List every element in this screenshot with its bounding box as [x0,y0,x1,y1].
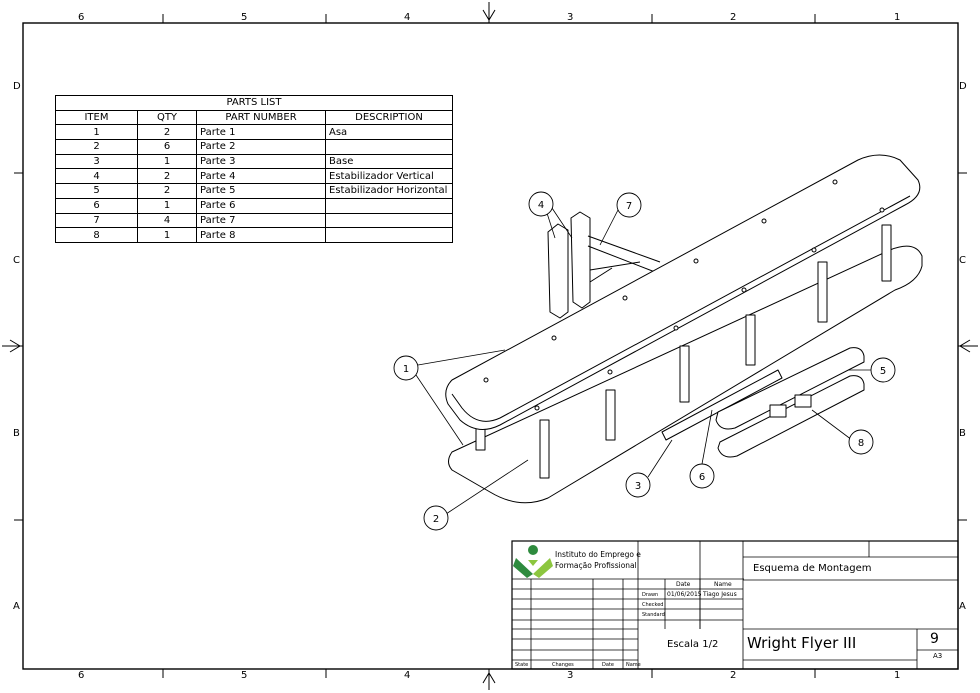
drawn-name: Tiago Jesus [703,591,737,598]
zone-column-label: 1 [894,12,901,23]
assembly-view [445,154,923,504]
zone-column-label: 2 [730,670,737,681]
changes-label: Changes [552,662,574,668]
centering-mark-left [2,339,23,353]
stabilizer-bracket [769,404,787,418]
zone-column-label: 1 [894,670,901,681]
standard-label: Standard [642,612,665,618]
svg-text:6: 6 [699,472,705,483]
upper-wing-holes [483,179,885,411]
zone-column-label: 4 [404,670,411,681]
zone-row-label: B [13,428,20,439]
balloon-6: 6 [689,463,715,489]
balloon-5: 5 [870,357,896,383]
org-name-line2: Formação Profissional [555,561,637,570]
column-header: DESCRIPTION [325,109,453,126]
horizontal-stabilizer-lower [717,375,865,458]
zone-column-label: 5 [241,12,248,23]
zone-row-label: A [13,601,20,612]
table-row: 5 2 Parte 5 Estabilizador Horizontal [55,183,453,199]
zone-row-label: A [959,601,966,612]
state-label: State [515,662,529,668]
description-cell [325,227,453,243]
svg-text:5: 5 [880,366,886,377]
parts-list-title: PARTS LIST [55,95,453,111]
drawing-title: Esquema de Montagem [753,563,872,574]
svg-text:1: 1 [403,364,409,375]
balloon-1: 1 [393,355,419,381]
zone-row-label: D [959,81,967,92]
table-row: 2 6 Parte 2 [55,139,453,155]
svg-text:3: 3 [635,481,641,492]
zone-column-label: 3 [567,12,574,23]
scale-label: Escala 1/2 [667,639,719,650]
centering-mark-right [958,339,978,353]
bottom-date-label: Date [602,662,614,668]
drawn-date: 01/06/2015 [667,591,702,598]
svg-text:4: 4 [538,200,544,211]
centering-mark-top [482,2,496,23]
balloon-8: 8 [848,429,874,455]
zone-row-label: D [13,81,21,92]
iefp-logo [513,545,553,578]
table-row: 7 4 Parte 7 [55,212,453,229]
table-row: 3 1 Parte 3 Base [55,153,453,170]
sheet-format: A3 [933,652,943,660]
balloon-4: 4 [528,191,554,217]
wing-struts [475,224,892,479]
table-row: 8 1 Parte 8 [55,227,453,243]
balloon-2: 2 [423,505,449,531]
zone-column-label: 6 [78,12,85,23]
zone-column-label: 2 [730,12,737,23]
tail-boom [587,235,661,283]
sheet-number: 9 [930,631,939,647]
zone-row-label: B [959,428,966,439]
vertical-stabilizer [547,211,591,319]
zone-column-label: 3 [567,670,574,681]
table-row: 1 2 Parte 1 Asa [55,124,453,141]
centering-mark-bottom [482,669,496,690]
zone-column-label: 6 [78,670,85,681]
checked-label: Checked [642,602,664,608]
parts-list-table: PARTS LIST ITEM QTY PART NUMBER DESCRIPT… [55,95,453,243]
zone-column-label: 4 [404,12,411,23]
zone-column-label: 5 [241,670,248,681]
upper-wing [445,154,921,430]
drawn-label: Drawn [642,592,659,598]
bottom-name-label: Name [626,662,641,668]
horizontal-stabilizer-upper [715,347,865,430]
name-header: Name [714,581,732,588]
project-title: Wright Flyer III [747,634,857,652]
base [661,369,783,441]
zone-row-label: C [13,255,20,266]
date-header: Date [676,581,691,588]
svg-text:2: 2 [433,514,439,525]
org-name-line1: Instituto do Emprego e [555,550,641,559]
balloon-7: 7 [616,192,642,218]
svg-text:8: 8 [858,438,864,449]
balloon-3: 3 [625,472,651,498]
leader-lines [415,204,872,515]
svg-text:7: 7 [626,201,632,212]
zone-row-label: C [959,255,966,266]
